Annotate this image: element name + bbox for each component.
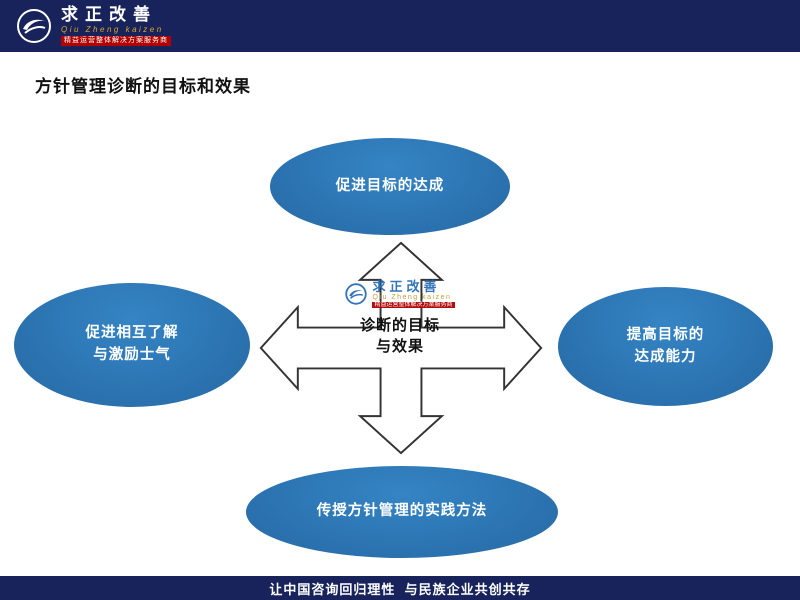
brand-subtitle: Qiu Zheng kaizen <box>61 25 164 35</box>
brand-name: 求正改善 <box>61 5 157 25</box>
watermark-logo-icon <box>345 283 368 305</box>
watermark-brand: 求正改善 <box>372 279 441 294</box>
watermark-tagline: 精益运营整体解决方案服务商 <box>372 301 455 309</box>
node-right-label-line1: 提高目标的 <box>626 326 705 343</box>
footer-bar: 让中国咨询回归理性 与民族企业共创共存 <box>0 576 800 600</box>
watermark-brand-subtitle: Qiu Zheng kaizen <box>372 293 452 301</box>
node-left-label-line2: 与激励士气 <box>93 347 171 363</box>
node-bottom: 传授方针管理的实践方法 <box>246 466 558 558</box>
footer-text: 让中国咨询回归理性 与民族企业共创共存 <box>269 581 531 597</box>
center-node: 求正改善 Qiu Zheng kaizen 精益运营整体解决方案服务商 诊断的目… <box>302 280 498 357</box>
logo-text: 求正改善 Qiu Zheng kaizen 精益运营整体解决方案服务商 <box>61 6 171 46</box>
node-right-label-line2: 达成能力 <box>634 348 697 365</box>
node-right: 提高目标的 达成能力 <box>558 287 773 406</box>
watermark-text: 求正改善 Qiu Zheng kaizen 精益运营整体解决方案服务商 <box>372 279 455 309</box>
node-left-label-line1: 促进相互了解 <box>85 325 179 342</box>
center-label-line2: 与效果 <box>375 338 424 356</box>
center-label-line1: 诊断的目标 <box>359 317 440 335</box>
logo-icon <box>16 8 52 44</box>
header-bar: 求正改善 Qiu Zheng kaizen 精益运营整体解决方案服务商 <box>0 0 800 52</box>
center-node-label: 诊断的目标 与效果 <box>302 315 498 357</box>
four-way-arrow-icon <box>259 241 543 455</box>
page-title: 方针管理诊断的目标和效果 <box>35 77 251 96</box>
node-top: 促进目标的达成 <box>270 138 510 235</box>
node-bottom-label: 传授方针管理的实践方法 <box>316 503 488 520</box>
center-watermark-logo: 求正改善 Qiu Zheng kaizen 精益运营整体解决方案服务商 <box>302 279 498 309</box>
node-left: 促进相互了解 与激励士气 <box>14 283 250 407</box>
node-top-label: 促进目标的达成 <box>335 177 445 194</box>
brand-tagline: 精益运营整体解决方案服务商 <box>61 36 171 46</box>
logo: 求正改善 Qiu Zheng kaizen 精益运营整体解决方案服务商 <box>16 6 171 46</box>
